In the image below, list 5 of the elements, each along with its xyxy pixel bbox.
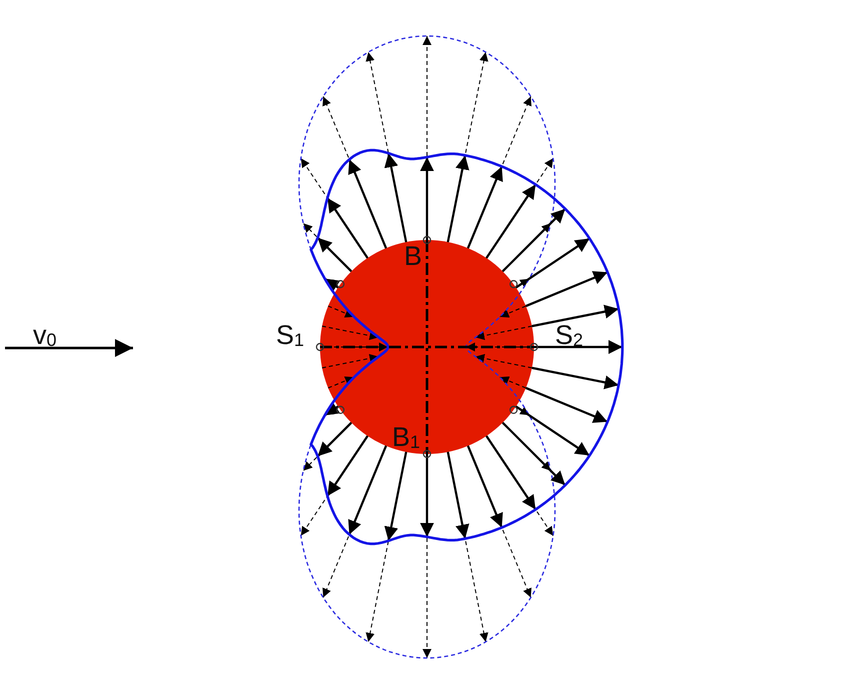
point-label: B bbox=[404, 243, 422, 270]
point-label: S$_{1}$ bbox=[276, 322, 304, 349]
point-label: S$_{2}$ bbox=[555, 322, 584, 349]
point-label: B$_{1}$ bbox=[392, 424, 420, 451]
velocity-label: v$_{0}$ bbox=[33, 322, 57, 349]
